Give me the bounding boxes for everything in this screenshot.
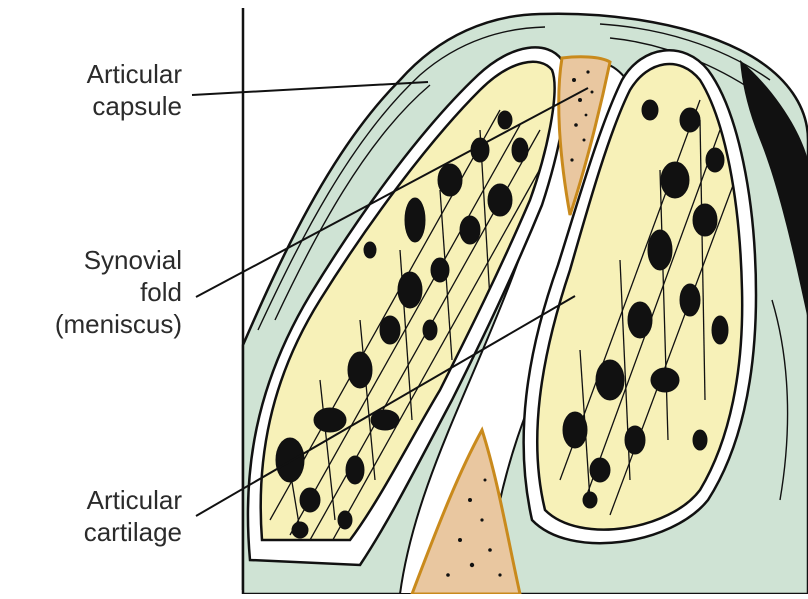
label-articular-capsule: Articular capsule xyxy=(20,58,182,122)
label-synovial-fold-line2: fold xyxy=(6,276,182,308)
label-articular-cartilage: Articular cartilage xyxy=(20,484,182,548)
label-articular-cartilage-line1: Articular xyxy=(20,484,182,516)
label-synovial-fold: Synovial fold (meniscus) xyxy=(6,244,182,340)
label-articular-capsule-line1: Articular xyxy=(20,58,182,90)
label-articular-capsule-line2: capsule xyxy=(20,90,182,122)
label-articular-cartilage-line2: cartilage xyxy=(20,516,182,548)
label-synovial-fold-line3: (meniscus) xyxy=(6,308,182,340)
label-synovial-fold-line1: Synovial xyxy=(6,244,182,276)
